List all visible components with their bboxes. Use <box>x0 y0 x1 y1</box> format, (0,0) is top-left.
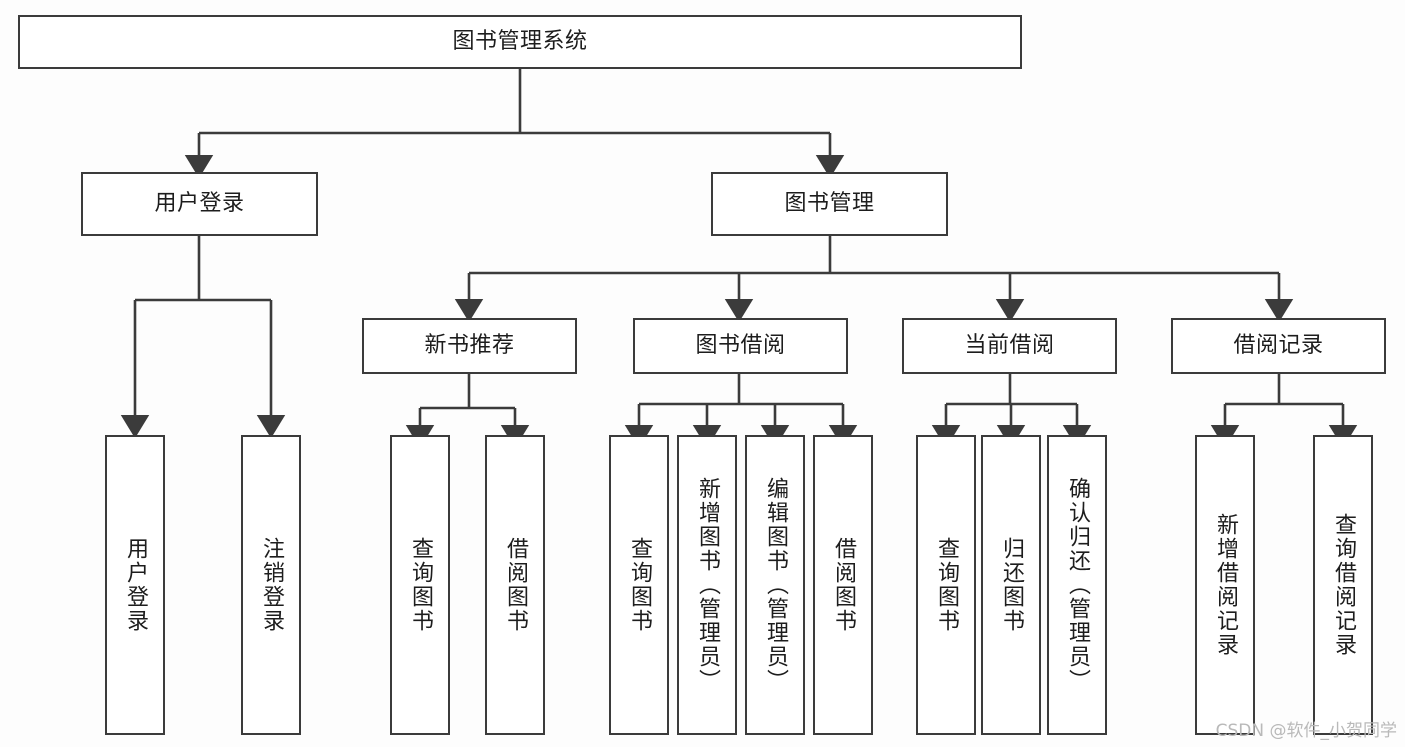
leaf-confirm-return-admin[interactable]: 确认归还（管理员） <box>1047 435 1107 735</box>
leaf-edit-book-admin-label: 编辑图书（管理员） <box>763 477 788 693</box>
node-new-book-rec-label: 新书推荐 <box>424 332 515 358</box>
leaf-logout-label: 注销登录 <box>259 537 284 633</box>
node-book-borrow-label: 图书借阅 <box>695 332 786 358</box>
csdn-watermark: CSDN @软件_小贺同学 <box>1215 721 1397 741</box>
leaf-borrow-book-1[interactable]: 借阅图书 <box>485 435 545 735</box>
node-current-borrow[interactable]: 当前借阅 <box>902 318 1117 374</box>
node-book-manage-label: 图书管理 <box>784 190 875 216</box>
node-root-label: 图书管理系统 <box>452 28 588 54</box>
leaf-query-book-2-label: 查询图书 <box>627 537 652 633</box>
leaf-query-book-3[interactable]: 查询图书 <box>916 435 976 735</box>
node-borrow-record[interactable]: 借阅记录 <box>1171 318 1386 374</box>
leaf-query-book-3-label: 查询图书 <box>934 537 959 633</box>
leaf-borrow-book-2-label: 借阅图书 <box>831 537 856 633</box>
leaf-query-book-2[interactable]: 查询图书 <box>609 435 669 735</box>
leaf-edit-book-admin[interactable]: 编辑图书（管理员） <box>745 435 805 735</box>
leaf-query-book-1[interactable]: 查询图书 <box>390 435 450 735</box>
node-borrow-record-label: 借阅记录 <box>1233 332 1324 358</box>
leaf-add-record-label: 新增借阅记录 <box>1213 513 1238 657</box>
leaf-borrow-book-2[interactable]: 借阅图书 <box>813 435 873 735</box>
node-book-manage[interactable]: 图书管理 <box>711 172 948 236</box>
leaf-user-login[interactable]: 用户登录 <box>105 435 165 735</box>
node-root[interactable]: 图书管理系统 <box>18 15 1022 69</box>
leaf-query-book-1-label: 查询图书 <box>408 537 433 633</box>
leaf-confirm-return-admin-label: 确认归还（管理员） <box>1065 477 1090 693</box>
node-book-borrow[interactable]: 图书借阅 <box>633 318 848 374</box>
leaf-add-book-admin-label: 新增图书（管理员） <box>695 477 720 693</box>
leaf-return-book-label: 归还图书 <box>999 537 1024 633</box>
leaf-add-book-admin[interactable]: 新增图书（管理员） <box>677 435 737 735</box>
leaf-logout[interactable]: 注销登录 <box>241 435 301 735</box>
leaf-add-record[interactable]: 新增借阅记录 <box>1195 435 1255 735</box>
node-new-book-rec[interactable]: 新书推荐 <box>362 318 577 374</box>
node-user-login[interactable]: 用户登录 <box>81 172 318 236</box>
leaf-query-record-label: 查询借阅记录 <box>1331 513 1356 657</box>
node-current-borrow-label: 当前借阅 <box>964 332 1055 358</box>
leaf-borrow-book-1-label: 借阅图书 <box>503 537 528 633</box>
node-user-login-label: 用户登录 <box>154 190 245 216</box>
leaf-return-book[interactable]: 归还图书 <box>981 435 1041 735</box>
leaf-query-record[interactable]: 查询借阅记录 <box>1313 435 1373 735</box>
leaf-user-login-label: 用户登录 <box>123 537 148 633</box>
